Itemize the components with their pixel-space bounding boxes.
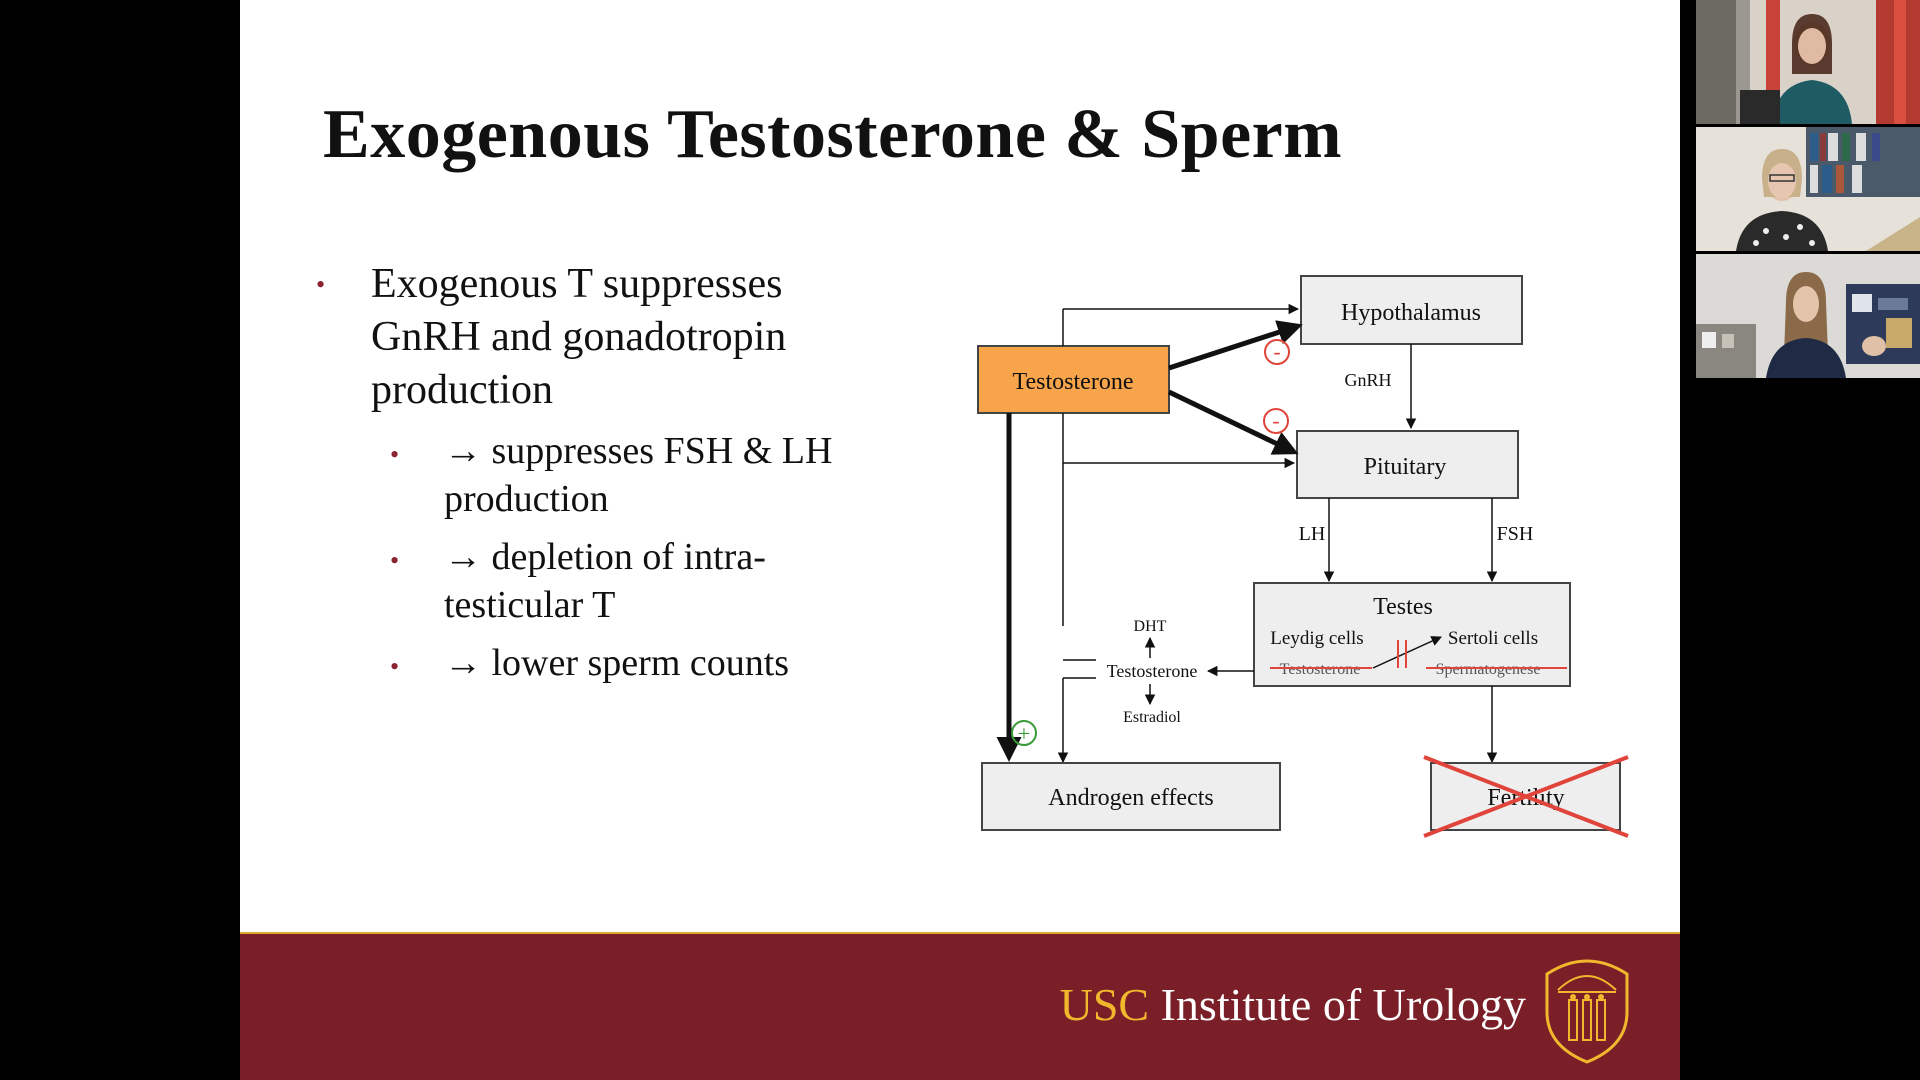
minus-symbol: -: [1272, 408, 1279, 433]
testosterone-mid-label: Testosterone: [1107, 661, 1198, 681]
sub-bullet-3: → lower sperm counts: [444, 639, 914, 687]
bullet-dot: •: [390, 440, 400, 469]
inhibit-arrow-hypothalamus: [1168, 320, 1303, 371]
bullet-main: Exogenous T suppresses GnRH and gonadotr…: [371, 261, 787, 413]
video-feed-2: [1696, 127, 1920, 251]
minus-icon: [1263, 408, 1289, 434]
participant-video-tile[interactable]: [1696, 0, 1920, 124]
leydig-label: Leydig cells: [1270, 628, 1363, 649]
usc-seal-icon: [1545, 959, 1629, 1064]
video-feed-1: [1696, 0, 1920, 124]
testes-label: Testes: [1373, 594, 1433, 620]
pituitary-label: Pituitary: [1364, 454, 1447, 480]
androgen-effects-box: [981, 762, 1281, 831]
bullet-list: • Exogenous T suppresses GnRH and gonado…: [240, 0, 940, 800]
estradiol-label: Estradiol: [1123, 709, 1181, 726]
fsh-label: FSH: [1497, 523, 1534, 545]
cross-out-icon: [1423, 755, 1629, 838]
sub-bullet-1: → suppresses FSH & LH production: [444, 427, 914, 523]
spermatogenese-label: Spermatogenese: [1436, 661, 1541, 678]
testosterone-box: [977, 345, 1170, 414]
testosterone-box-label: Testosterone: [1013, 369, 1134, 395]
minus-symbol: -: [1273, 339, 1280, 364]
participant-video-tile[interactable]: [1696, 254, 1920, 378]
gnrh-label: GnRH: [1344, 370, 1391, 390]
arrow-icon: →: [444, 642, 482, 684]
sub-bullet-2: → depletion of intra-testicular T: [444, 533, 864, 629]
arrow-icon: →: [444, 430, 482, 472]
arrow-icon: →: [444, 536, 482, 578]
video-feed-3: [1696, 254, 1920, 378]
plus-icon: [1011, 720, 1037, 746]
minus-icon: [1264, 339, 1290, 365]
hypothalamus-label: Hypothalamus: [1341, 300, 1481, 326]
sertoli-label: Sertoli cells: [1448, 628, 1538, 649]
bullet-dot: •: [390, 652, 400, 681]
lh-label: LH: [1299, 523, 1326, 545]
institute-name: Institute of Urology: [1149, 979, 1526, 1030]
bullet-dot: •: [316, 270, 326, 299]
participant-video-strip: [1696, 0, 1920, 380]
sub-bullet-text: suppresses FSH & LH production: [444, 430, 833, 520]
bullet-dot: •: [390, 546, 400, 575]
inhibit-arrow-pituitary: [1167, 389, 1299, 455]
participant-video-tile[interactable]: [1696, 127, 1920, 251]
testes-testosterone-label: Testosterone: [1280, 661, 1361, 678]
slide-title: Exogenous Testosterone & Sperm: [323, 96, 1343, 173]
plus-symbol: +: [1018, 721, 1030, 746]
dht-label: DHT: [1134, 618, 1167, 635]
pituitary-box: [1296, 430, 1519, 499]
hypothalamus-box: [1300, 275, 1523, 345]
hormone-axis-diagram: Hypothalamus Testosterone Pituitary GnRH…: [977, 275, 1629, 838]
sub-bullet-text: lower sperm counts: [491, 642, 790, 684]
presentation-slide: Exogenous Testosterone & Sperm • Exogeno…: [240, 0, 1680, 1080]
sub-bullet-text: depletion of intra-testicular T: [444, 536, 766, 626]
androgen-effects-label: Androgen effects: [1048, 785, 1214, 811]
footer-brand: USC Institute of Urology: [1060, 978, 1526, 1031]
usc-wordmark: USC: [1059, 979, 1150, 1030]
slide-footer: [240, 934, 1680, 1080]
